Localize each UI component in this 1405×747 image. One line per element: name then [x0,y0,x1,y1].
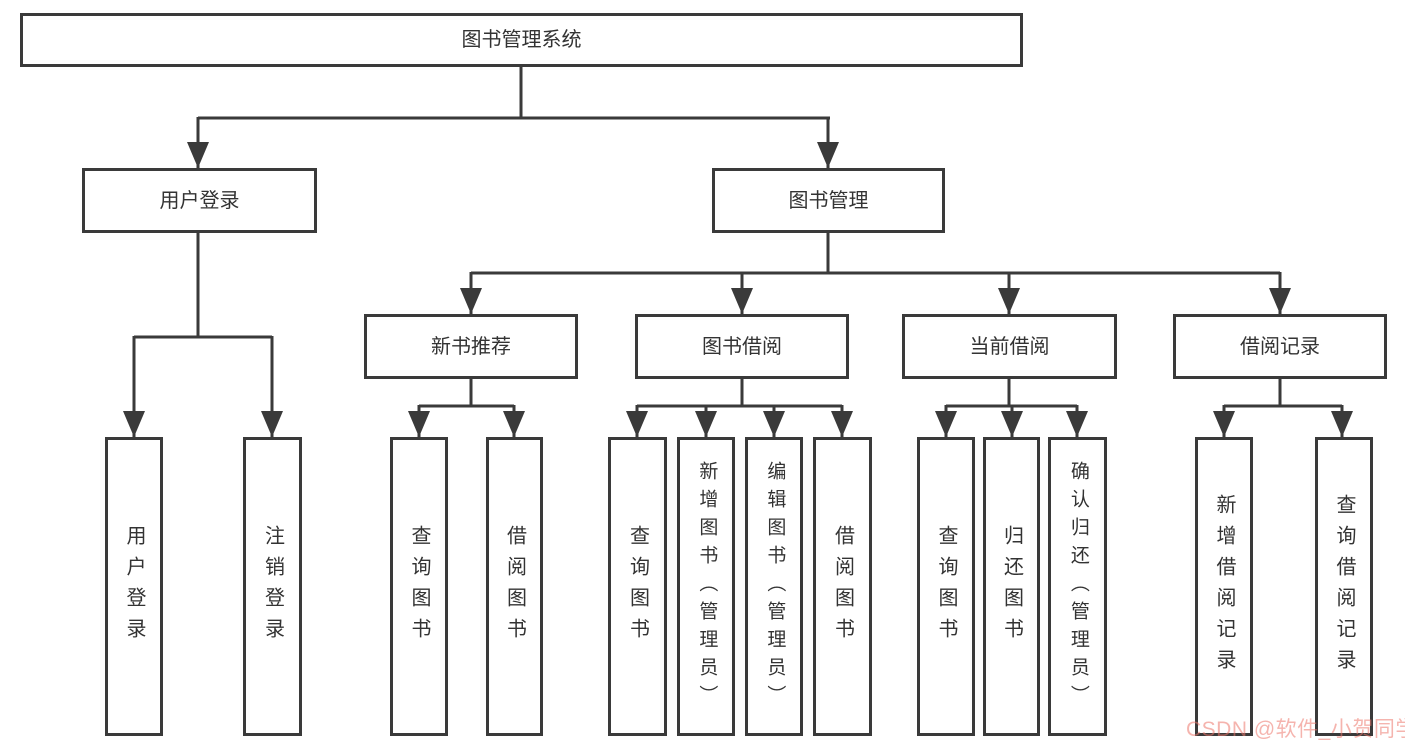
leaf-add-borrow-record: 新增借阅记录 [1195,437,1253,736]
csdn-watermark: CSDN @软件_小贺同学 [1186,718,1405,741]
leaf-user-login: 用户登录 [105,437,163,736]
node-library-system: 图书管理系统 [20,13,1023,67]
leaf-edit-book-admin: 编辑图书（管理员） [745,437,803,736]
leaf-add-book-admin: 新增图书（管理员） [677,437,735,736]
leaf-return-book: 归还图书 [983,437,1040,736]
leaf-query-borrow-record: 查询借阅记录 [1315,437,1373,736]
node-book-borrowing: 图书借阅 [635,314,849,379]
leaf-logout: 注销登录 [243,437,302,736]
node-new-book-recommendation: 新书推荐 [364,314,578,379]
leaf-confirm-return-admin: 确认归还（管理员） [1048,437,1107,736]
leaf-borrow-books-borrowing: 借阅图书 [813,437,872,736]
node-book-management: 图书管理 [712,168,945,233]
node-borrowing-records: 借阅记录 [1173,314,1387,379]
leaf-borrow-books-recommend: 借阅图书 [486,437,543,736]
leaf-query-books-recommend: 查询图书 [390,437,448,736]
node-user-login: 用户登录 [82,168,317,233]
leaf-query-books-current: 查询图书 [917,437,975,736]
node-current-borrowing: 当前借阅 [902,314,1117,379]
leaf-query-books-borrowing: 查询图书 [608,437,667,736]
